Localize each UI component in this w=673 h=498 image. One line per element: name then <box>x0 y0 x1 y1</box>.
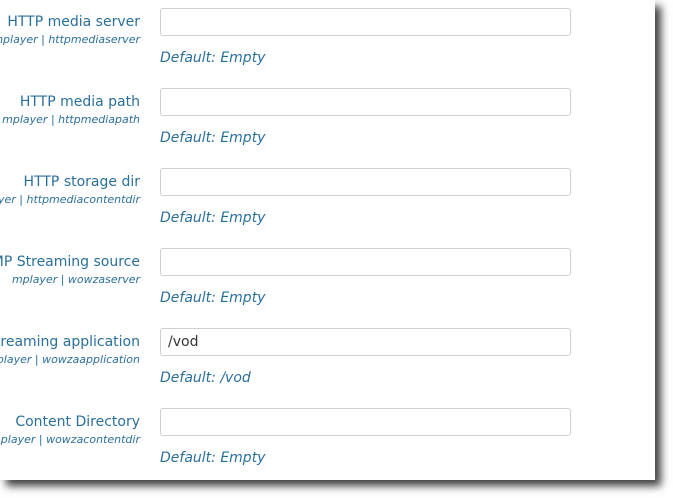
setting-key-label: mplayer | wowzacontentdir <box>0 433 140 446</box>
default-value-text: Default: Empty <box>160 450 266 466</box>
wowzaserver-input[interactable] <box>160 248 571 276</box>
setting-label-group: RTMP Streaming source mplayer | wowzaser… <box>0 240 140 287</box>
settings-panel: HTTP media server mplayer | httpmediaser… <box>0 0 655 480</box>
setting-label-group: RTMP Streaming application mplayer | wow… <box>0 320 140 367</box>
setting-key-label: mplayer | wowzaserver <box>11 273 140 286</box>
wowzaapplication-input[interactable] <box>160 328 571 356</box>
setting-label-group: HTTP media server mplayer | httpmediaser… <box>0 0 140 47</box>
setting-label: RTMP Streaming source <box>0 254 140 270</box>
setting-row-wowzaserver: RTMP Streaming source mplayer | wowzaser… <box>0 240 655 320</box>
setting-label-group: HTTP storage dir mplayer | httpmediacont… <box>0 160 140 207</box>
setting-label: RTMP Streaming application <box>0 334 140 350</box>
setting-label: HTTP storage dir <box>23 174 140 190</box>
httpmediacontentdir-input[interactable] <box>160 168 571 196</box>
setting-label: HTTP media path <box>19 94 140 110</box>
default-value-text: Default: Empty <box>160 210 266 226</box>
setting-row-wowzaapplication: RTMP Streaming application mplayer | wow… <box>0 320 655 400</box>
default-value-text: Default: /vod <box>160 370 251 386</box>
default-value-text: Default: Empty <box>160 290 266 306</box>
setting-key-label: mplayer | wowzaapplication <box>0 353 140 366</box>
setting-label: HTTP media server <box>7 14 140 30</box>
httpmediaserver-input[interactable] <box>160 8 571 36</box>
setting-key-label: mplayer | httpmediacontentdir <box>0 193 140 206</box>
setting-row-wowzacontentdir: Content Directory mplayer | wowzacontent… <box>0 400 655 480</box>
setting-key-label: mplayer | httpmediapath <box>2 113 140 126</box>
setting-row-httpmediacontentdir: HTTP storage dir mplayer | httpmediacont… <box>0 160 655 240</box>
setting-label: Content Directory <box>15 414 140 430</box>
setting-label-group: HTTP media path mplayer | httpmediapath <box>0 80 140 127</box>
setting-row-httpmediapath: HTTP media path mplayer | httpmediapath … <box>0 80 655 160</box>
setting-label-group: Content Directory mplayer | wowzacontent… <box>0 400 140 447</box>
default-value-text: Default: Empty <box>160 50 266 66</box>
wowzacontentdir-input[interactable] <box>160 408 571 436</box>
default-value-text: Default: Empty <box>160 130 266 146</box>
setting-key-label: mplayer | httpmediaserver <box>0 33 140 46</box>
httpmediapath-input[interactable] <box>160 88 571 116</box>
setting-row-httpmediaserver: HTTP media server mplayer | httpmediaser… <box>0 0 655 80</box>
